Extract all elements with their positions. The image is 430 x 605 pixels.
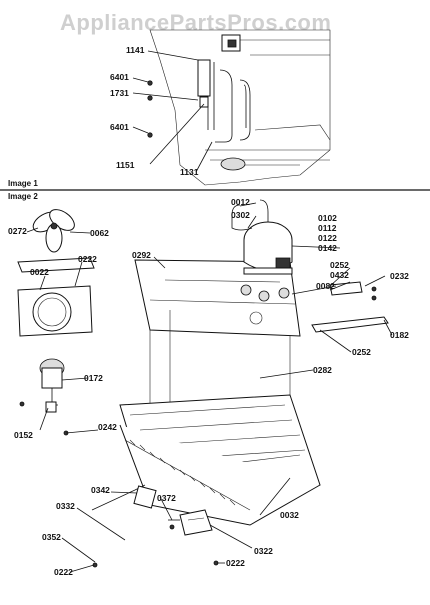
label-0172: 0172 [84,373,103,383]
label-0242: 0242 [98,422,117,432]
label-0272: 0272 [8,226,27,236]
label-0062: 0062 [90,228,109,238]
label-0222: 0222 [78,254,97,264]
label-0232: 0232 [390,271,409,281]
label-0222: 0222 [226,558,245,568]
label-0372: 0372 [157,493,176,503]
label-0322: 0322 [254,546,273,556]
label-0152: 0152 [14,430,33,440]
label-0012: 0012 [231,197,250,207]
label-1151: 1151 [116,160,135,170]
screw [147,95,153,101]
fan-blade [32,209,75,253]
grommet [258,290,270,302]
label-0142: 0142 [318,243,337,253]
label-0432: 0432 [330,270,349,280]
drain-tube [311,316,389,333]
grommet [278,287,290,299]
compressor [231,199,293,275]
label-6401: 6401 [110,122,129,132]
screw [371,295,377,301]
label-0282: 0282 [313,365,332,375]
image2-drawing [17,199,393,573]
label-6401: 6401 [110,72,129,82]
screw [147,80,153,86]
section-caption-image2: Image 2 [8,192,38,201]
screw [19,401,25,407]
shroud-top [17,257,95,273]
label-0222: 0222 [54,567,73,577]
label-0182: 0182 [390,330,409,340]
motor-bracket [45,401,57,413]
label-0022: 0022 [30,267,49,277]
label-0252: 0252 [352,347,371,357]
label-0292: 0292 [132,250,151,260]
base-pan [119,259,321,526]
label-0252: 0252 [330,260,349,270]
screw [147,132,153,138]
condenser-fins [129,439,236,506]
label-0332: 0332 [56,501,75,511]
label-1731: 1731 [110,88,129,98]
label-0082: 0082 [316,281,335,291]
label-1131: 1131 [180,167,199,177]
label-0342: 0342 [91,485,110,495]
screw [371,286,377,292]
power-cord [91,484,213,536]
section-caption-image1: Image 1 [8,179,38,188]
label-1141: 1141 [126,45,145,55]
label-0302: 0302 [231,210,250,220]
label-0122: 0122 [318,233,337,243]
drain-cup [220,157,246,171]
fan-motor [39,358,65,406]
top-panel [134,259,301,337]
image1-drawing [132,29,331,186]
relay-bracket [329,281,363,296]
label-0032: 0032 [280,510,299,520]
thermostat [197,59,211,97]
watermark-text: AppliancePartsPros.com [60,10,331,35]
label-0102: 0102 [318,213,337,223]
grommet [240,284,252,296]
label-0352: 0352 [42,532,61,542]
label-0112: 0112 [318,223,337,233]
